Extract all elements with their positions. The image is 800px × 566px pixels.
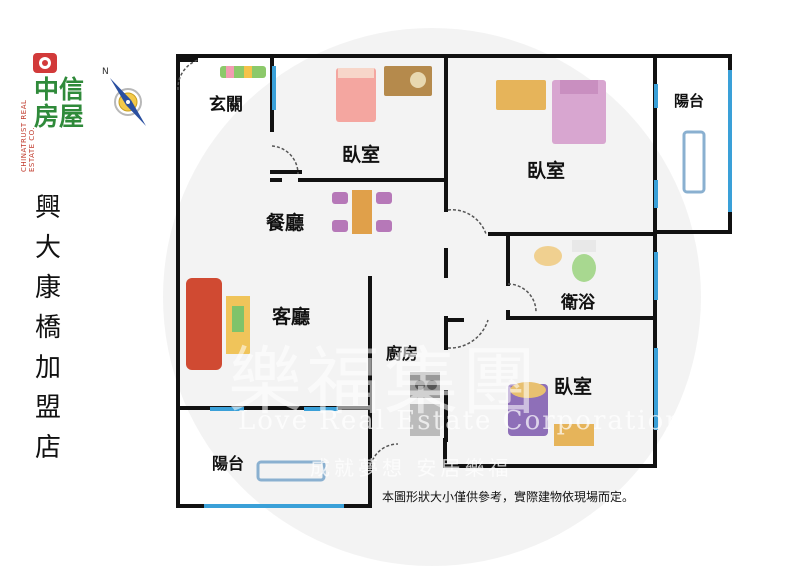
brand-name: 中信房屋: [34, 76, 86, 130]
toilet-icon: [534, 240, 596, 282]
windows: [204, 66, 732, 508]
room-label-balcony: 陽台: [674, 92, 705, 110]
brand-name-text: 中信房屋: [34, 75, 85, 131]
chinatrust-logo-icon: [33, 53, 57, 73]
bed-icon: [496, 80, 606, 144]
store-char: 加: [34, 353, 61, 383]
watermark-circle: [163, 28, 701, 566]
balcony-icon: [256, 130, 706, 482]
store-char: 興: [34, 193, 61, 223]
door-arcs: [177, 59, 537, 471]
disclaimer-note: 本圖形狀大小僅供參考，實際建物依現場而定。: [382, 490, 635, 504]
table-icon: [332, 190, 392, 234]
store-char: 盟: [34, 393, 61, 423]
room-label-bedroom: 臥室: [342, 144, 381, 166]
room-label-bedroom: 臥室: [527, 160, 566, 182]
room-label-bathroom: 衛浴: [561, 293, 595, 313]
stove-icon: [410, 372, 440, 436]
bed-icon: [336, 66, 432, 122]
watermark-title: 樂福集團: [228, 339, 540, 425]
store-char: 大: [34, 233, 61, 263]
room-label-bedroom: 臥室: [554, 376, 593, 398]
room-label-balcony: 陽台: [212, 454, 245, 473]
room-label-entrance: 玄關: [209, 95, 243, 115]
floor-plan: [176, 54, 732, 508]
room-label-kitchen: 廚房: [386, 344, 419, 363]
walls: [176, 54, 732, 508]
room-label-dining: 餐廳: [266, 212, 305, 234]
compass-icon: N: [102, 67, 146, 126]
watermark-subtitle: Love Real Estate Corporation: [238, 406, 685, 436]
watermark-slogan: 成就夢想 安居樂福: [310, 456, 513, 480]
store-char: 康: [34, 273, 61, 303]
bed-icon: [508, 382, 594, 446]
store-char: 橋: [34, 313, 61, 343]
room-label-living: 客廳: [272, 306, 311, 328]
compass-north-label: N: [102, 67, 109, 77]
store-char: 店: [34, 433, 61, 463]
store-name: 興 大 康 橋 加 盟 店: [28, 188, 68, 468]
sofa-icon: [186, 278, 250, 370]
shoes-icon: [220, 66, 266, 78]
brand-logo: CHINATRUST REAL ESTATE CO. 中信房屋: [18, 52, 98, 172]
